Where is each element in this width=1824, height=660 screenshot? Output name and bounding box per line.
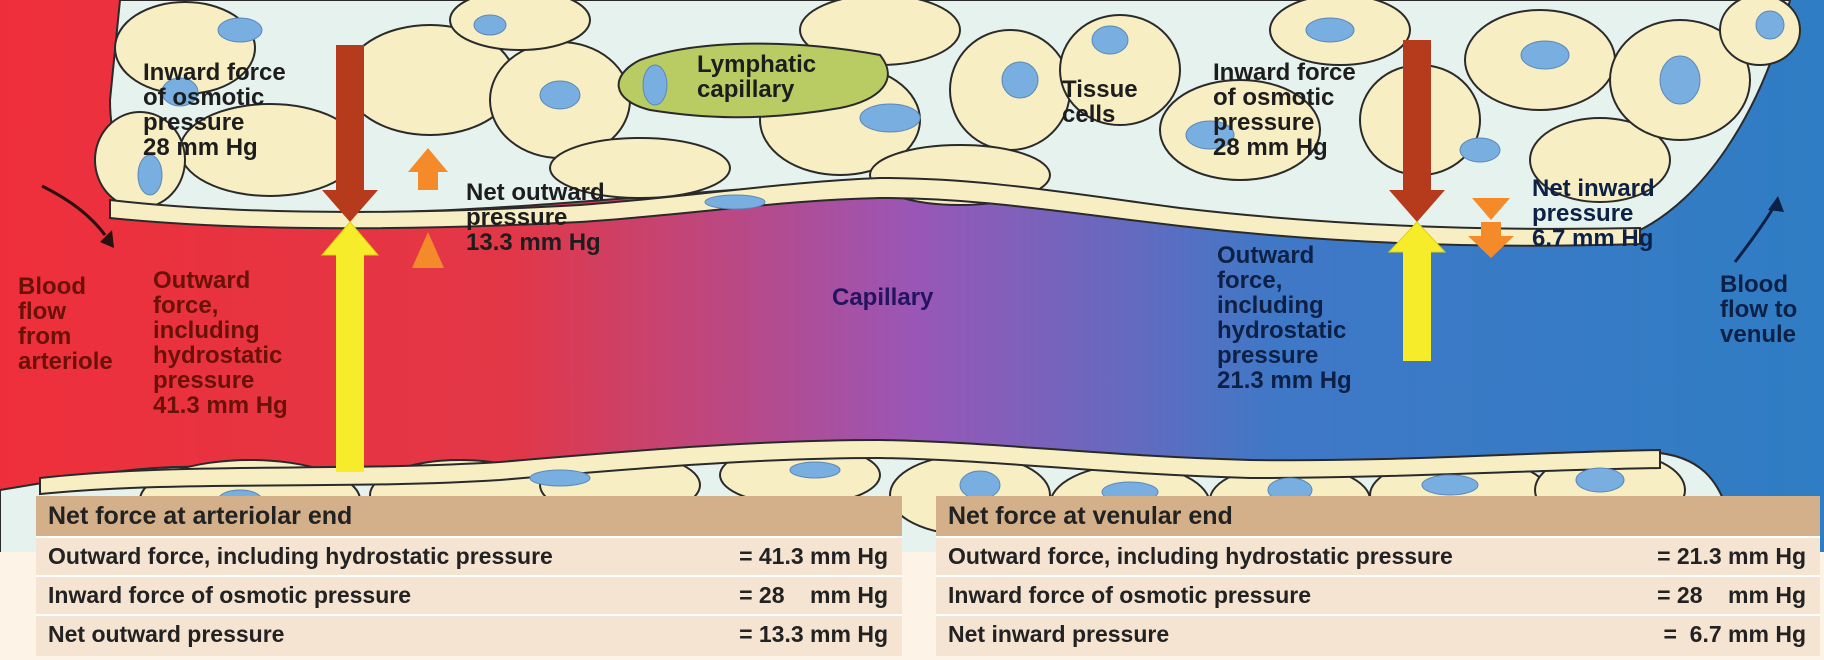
label-venule-osmotic: Inward force of osmotic pressure 28 mm H…	[1213, 60, 1356, 160]
label-arteriole-osmotic: Inward force of osmotic pressure 28 mm H…	[143, 60, 286, 160]
table-row: Outward force, including hydrostatic pre…	[936, 536, 1820, 575]
row-value: = 28 mm Hg	[1657, 577, 1806, 614]
osmotic-arrow-arteriole	[336, 45, 364, 195]
row-value: = 6.7 mm Hg	[1663, 616, 1806, 653]
hydrostatic-arrow-arteriole	[336, 254, 364, 472]
row-label: Outward force, including hydrostatic pre…	[948, 543, 1453, 569]
table-row: Outward force, including hydrostatic pre…	[36, 536, 902, 575]
table-row: Net outward pressure = 13.3 mm Hg	[36, 614, 902, 653]
osmotic-arrow-venule	[1403, 40, 1431, 196]
net-inward-arrow-stem	[1481, 222, 1501, 236]
hydrostatic-arrow-venule	[1403, 251, 1431, 361]
row-label: Net inward pressure	[948, 621, 1169, 647]
label-venule-net: Net inward pressure 6.7 mm Hg	[1532, 176, 1655, 251]
venular-table-title: Net force at venular end	[936, 496, 1820, 536]
row-label: Inward force of osmotic pressure	[948, 582, 1311, 608]
label-blood-from-arteriole: Blood flow from arteriole	[18, 274, 113, 374]
arteriolar-table-title: Net force at arteriolar end	[36, 496, 902, 536]
row-value: = 28 mm Hg	[739, 577, 888, 614]
venular-net-force-table: Net force at venular end Outward force, …	[936, 496, 1820, 656]
row-label: Inward force of osmotic pressure	[48, 582, 411, 608]
label-blood-to-venule: Blood flow to venule	[1720, 272, 1797, 347]
net-outward-arrow-upper	[418, 172, 438, 190]
row-value: = 13.3 mm Hg	[739, 616, 888, 653]
label-venule-outward: Outward force, including hydrostatic pre…	[1217, 243, 1352, 393]
row-value: = 21.3 mm Hg	[1657, 538, 1806, 575]
arteriolar-net-force-table: Net force at arteriolar end Outward forc…	[36, 496, 902, 656]
row-value: = 41.3 mm Hg	[739, 538, 888, 575]
row-label: Net outward pressure	[48, 621, 284, 647]
row-label: Outward force, including hydrostatic pre…	[48, 543, 553, 569]
label-tissue-cells: Tissue cells	[1062, 77, 1138, 127]
label-lymphatic-capillary: Lymphatic capillary	[697, 52, 816, 102]
table-row: Net inward pressure = 6.7 mm Hg	[936, 614, 1820, 653]
table-row: Inward force of osmotic pressure = 28 mm…	[936, 575, 1820, 614]
label-capillary: Capillary	[832, 285, 933, 310]
label-arteriole-net: Net outward pressure 13.3 mm Hg	[466, 180, 605, 255]
label-arteriole-outward: Outward force, including hydrostatic pre…	[153, 268, 288, 418]
table-row: Inward force of osmotic pressure = 28 mm…	[36, 575, 902, 614]
